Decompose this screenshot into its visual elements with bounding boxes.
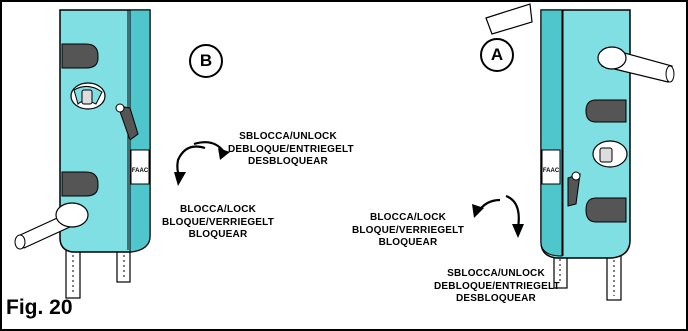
unlock-text-b: SBLOCCA/UNLOCK DEBLOQUE/ENTRIEGELT DESBL… xyxy=(228,131,354,167)
unlock-text-a: SBLOCCA/UNLOCK DEBLOQUE/ENTRIEGELT DESBL… xyxy=(434,268,560,304)
release-lever-b xyxy=(117,105,139,141)
window-bottom-a xyxy=(585,197,627,223)
figure-label: Fig. 20 xyxy=(6,296,73,319)
window-top-a xyxy=(585,99,627,123)
window-bottom-b xyxy=(61,171,99,197)
faac-logo-b: FAAC xyxy=(131,168,149,174)
lock-text-a: BLOCCA/LOCK BLOQUE/VERRIEGELT BLOQUEAR xyxy=(351,212,465,248)
badge-a: A xyxy=(480,38,514,72)
operator-a xyxy=(472,3,675,301)
faac-badge-a xyxy=(541,149,561,185)
operator-b xyxy=(14,9,230,299)
faac-badge-b xyxy=(130,149,150,185)
window-top-b xyxy=(61,43,99,69)
top-rod-a xyxy=(485,3,533,35)
faac-logo-a: FAAC xyxy=(542,168,560,174)
badge-b: B xyxy=(189,44,223,78)
lock-text-b: BLOCCA/LOCK BLOQUE/VERRIEGELT BLOQUEAR xyxy=(161,204,275,240)
